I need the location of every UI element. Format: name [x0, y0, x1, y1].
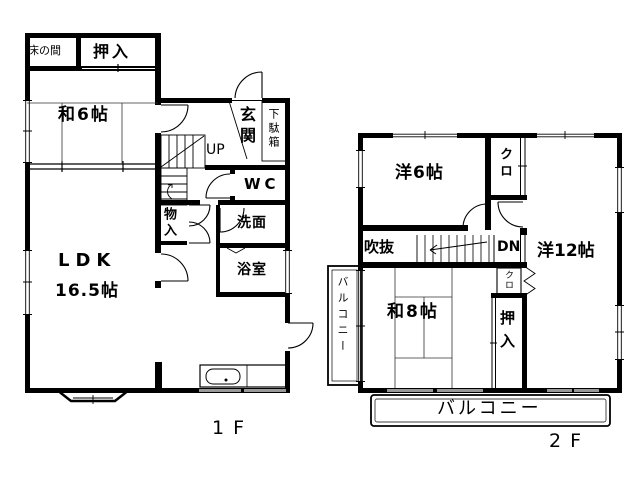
getabako-box [261, 100, 288, 162]
balcony-main-outline [370, 394, 611, 427]
window-left [356, 150, 365, 188]
label-stairs-dn: DN [497, 239, 521, 255]
window-right-1 [615, 167, 624, 213]
walls-1f [25, 33, 290, 393]
floor-label-2f: 2F [549, 430, 591, 452]
room-label-monoire: 物入 [161, 207, 176, 239]
room-label-yoshitsu6: 洋6帖 [395, 163, 444, 183]
label-stairs-up: UP [206, 142, 225, 158]
room-label-closet-small: クロ [503, 270, 513, 290]
fusuma-oshiire [82, 64, 155, 72]
room-label-ldk-size: 16.5帖 [55, 281, 119, 301]
back-door-arc [287, 322, 314, 349]
washroom-door-arc [219, 207, 245, 233]
room-label-ldk: LDK [58, 250, 117, 271]
floor-1f [23, 33, 314, 404]
kitchen-sink [205, 368, 241, 385]
closet-small-box [496, 267, 522, 295]
floor-label-1f: 1F [212, 417, 254, 439]
bath-door [222, 244, 248, 254]
window-washitsu6 [23, 100, 32, 163]
room-label-oshiire-1f: 押入 [93, 42, 132, 61]
room-label-fukinuke: 吹抜 [364, 238, 395, 256]
stair-arrow [167, 183, 173, 200]
room-label-washitsu6: 和6帖 [58, 105, 110, 125]
kitchen-counter [199, 364, 289, 388]
windows-1f [23, 100, 292, 315]
room-label-closet-top: クロ [497, 147, 512, 181]
room-label-genkan: 玄関 [237, 106, 256, 148]
tatami-washitsu6 [27, 102, 158, 163]
wc-door-arc [205, 173, 231, 199]
partitions-2f [416, 138, 527, 388]
hall-door-arc-1 [160, 104, 189, 133]
window-top-2 [537, 131, 594, 139]
balcony-windows-bottom [387, 388, 599, 393]
stair-arrow-2f [429, 241, 488, 255]
stairs-1f [160, 134, 206, 206]
oshiire-fusuma [490, 298, 497, 388]
genkan-step-line [228, 100, 248, 160]
room-label-balcony-side: バルコニー [336, 276, 349, 356]
entrance-door-arc [234, 71, 263, 99]
room-label-getabako: 下駄箱 [267, 108, 280, 150]
closet-top-door [518, 138, 527, 195]
room-label-wc: WC [244, 175, 280, 193]
kitchen-windows [199, 388, 286, 393]
window-ldk [23, 250, 32, 315]
room-label-balcony-main: バルコニー [437, 398, 542, 419]
floor-2f [327, 131, 624, 427]
bay-window [56, 389, 130, 404]
room-label-senmen: 洗面 [237, 215, 267, 231]
storage-double-door [188, 204, 211, 244]
balcony-side-outline [327, 265, 362, 386]
doors-1f [160, 71, 314, 349]
wall-openings-1f [25, 67, 290, 351]
hall-door-arc-2 [160, 253, 189, 282]
room-label-yoshitsu12: 洋12帖 [537, 241, 595, 261]
closet-small-bifold [523, 265, 536, 297]
yo6-door-arc [462, 203, 488, 229]
doors-2f [462, 201, 536, 297]
window-right-2 [615, 305, 624, 360]
hall-partition [493, 232, 526, 262]
window-bath [283, 250, 292, 294]
yo12-door-arc [497, 201, 524, 228]
stairs-2f [424, 235, 490, 262]
fusuma-washitsu6-ldk [25, 161, 160, 172]
room-label-oshiire-2f: 押入 [498, 310, 516, 356]
walls-2f [358, 133, 622, 393]
room-label-yokushitsu: 浴室 [237, 262, 267, 278]
tatami-washitsu8 [394, 268, 453, 388]
room-label-washitsu8: 和8帖 [387, 302, 439, 322]
fusuma-1f [25, 64, 160, 172]
window-top-1 [393, 131, 457, 139]
room-label-tokonoma: 床の間 [28, 44, 61, 57]
